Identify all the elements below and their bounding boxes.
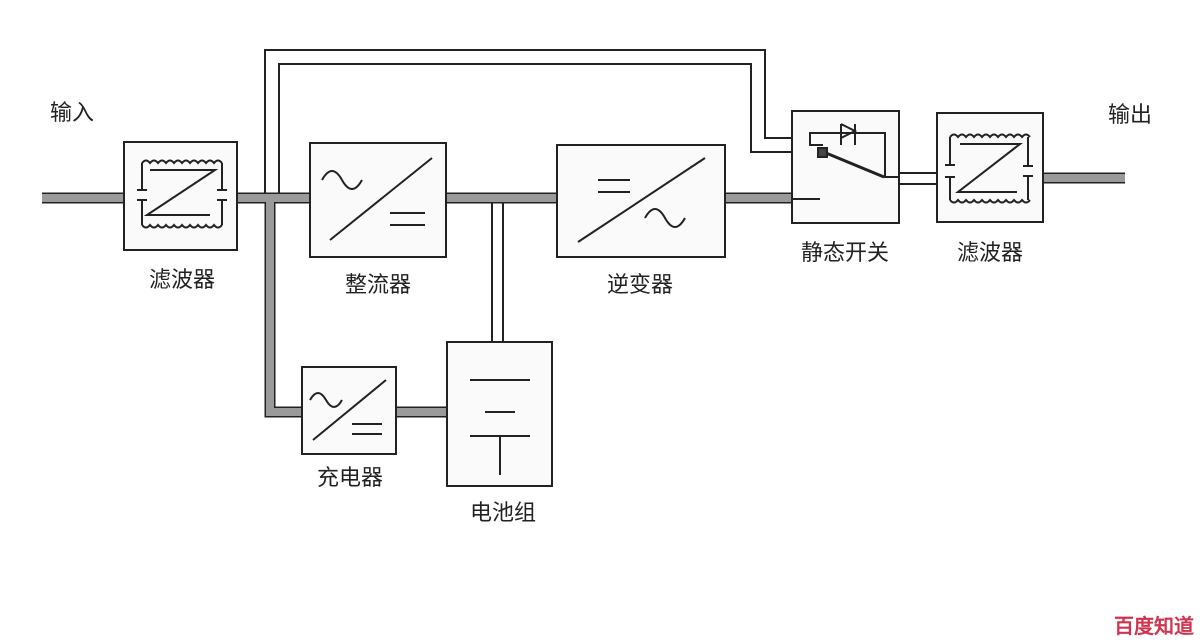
bypass-line: [264, 49, 937, 342]
battery-icon: [470, 379, 530, 475]
inverter-label: 逆变器: [606, 273, 674, 298]
input-label: 输入: [49, 101, 95, 126]
charger-label: 充电器: [316, 466, 384, 491]
battery-label: 电池组: [469, 501, 537, 526]
input-filter-label: 滤波器: [148, 268, 216, 293]
output-label: 输出: [1107, 103, 1153, 128]
input-filter-box: [123, 141, 238, 251]
filter-icon: [945, 133, 1033, 204]
static-switch-box: [791, 110, 900, 224]
dc-ac-icon: [577, 157, 706, 243]
ac-dc-icon: [309, 379, 387, 441]
watermark-logo: 百度知道: [1114, 614, 1194, 638]
output-filter-label: 滤波器: [956, 241, 1024, 266]
filter-icon: [137, 159, 227, 229]
ac-dc-icon: [321, 157, 433, 241]
thyristor-switch-icon: [792, 123, 899, 200]
rectifier-label: 整流器: [344, 273, 412, 298]
power-bus: [42, 172, 1125, 418]
static-switch-label: 静态开关: [800, 241, 890, 266]
